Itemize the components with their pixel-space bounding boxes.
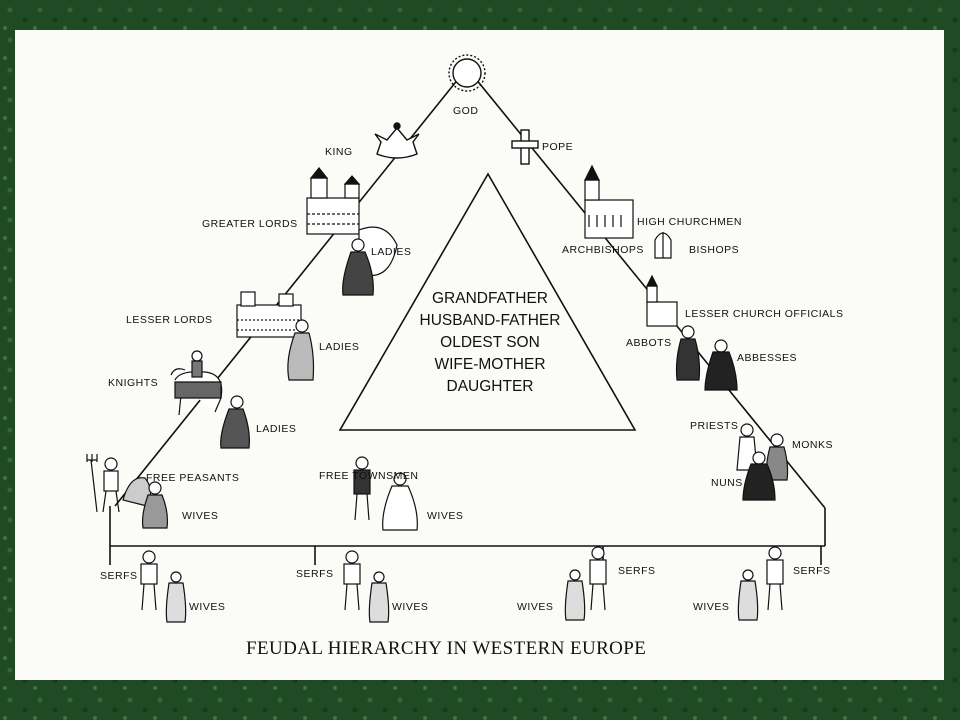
monks-label: MONKS (792, 439, 834, 451)
free-townsmen-label: FREE TOWNSMEN (319, 470, 419, 482)
greater-lady-figure (342, 238, 374, 296)
abbesses-label: ABBESSES (737, 352, 798, 364)
knight-lady-figure (220, 395, 250, 449)
serfs-label-1: SERFS (100, 570, 138, 582)
family-husband-father: HUSBAND-FATHER (419, 312, 561, 329)
church-icon (646, 274, 678, 327)
serf-group-3 (564, 546, 607, 621)
lesser-castle-icon (236, 291, 302, 338)
lesser-officials-label: LESSER CHURCH OFFICIALS (685, 308, 844, 320)
townsmen-wives-label: WIVES (427, 510, 464, 522)
serfs-label-2: SERFS (296, 568, 334, 580)
knight-figure (170, 350, 223, 416)
peasant-wife-figure (141, 481, 169, 529)
greater-ladies-label: LADIES (371, 246, 412, 258)
king-label: KING (325, 146, 353, 158)
wives-label-2: WIVES (392, 601, 429, 613)
abbess-figure (704, 339, 738, 391)
pope-label: POPE (542, 141, 574, 153)
townsman-wife-figure (382, 472, 418, 531)
wives-label-1: WIVES (189, 601, 226, 613)
lesser-ladies-label: LADIES (319, 341, 360, 353)
family-oldest-son: OLDEST SON (440, 334, 540, 351)
wives-label-3: WIVES (517, 601, 554, 613)
free-peasant-figure (86, 454, 152, 513)
serf-group-4 (737, 546, 784, 621)
townsman-figure (353, 456, 371, 521)
serfs-label-3: SERFS (618, 565, 656, 577)
god-label: GOD (453, 105, 479, 117)
sun-icon (448, 54, 486, 92)
wives-label-4: WIVES (693, 601, 730, 613)
knight-ladies-label: LADIES (256, 423, 297, 435)
papal-cross-icon (511, 129, 539, 165)
abbot-figure (675, 325, 701, 381)
bishop-mitre-icon (654, 232, 672, 259)
bishops-label: BISHOPS (689, 244, 740, 256)
priests-label: PRIESTS (690, 420, 739, 432)
monk-figure (765, 433, 789, 481)
peasant-wives-label: WIVES (182, 510, 219, 522)
family-wife-mother: WIFE-MOTHER (434, 356, 546, 373)
greater-lords-label: GREATER LORDS (202, 218, 298, 230)
high-churchmen-label: HIGH CHURCHMEN (637, 216, 742, 228)
knights-label: KNIGHTS (108, 377, 159, 389)
nuns-label: NUNS (711, 477, 743, 489)
crown-icon (374, 122, 420, 159)
hierarchy-diagram (86, 54, 826, 623)
priest-figure (736, 423, 758, 471)
abbots-label: ABBOTS (626, 337, 672, 349)
family-grandfather: GRANDFATHER (432, 290, 548, 307)
serfs-label-4: SERFS (793, 565, 831, 577)
serf-group-2 (343, 550, 390, 623)
family-daughter: DAUGHTER (446, 378, 534, 395)
diagram-title: FEUDAL HIERARCHY IN WESTERN EUROPE (246, 638, 647, 659)
diagram-paper: GOD KING POPE GREATER LORDS LADIES HIGH … (15, 30, 944, 680)
serf-group-1 (140, 550, 187, 623)
nun-figure (742, 451, 776, 501)
family-triangle (338, 172, 637, 431)
archbishops-label: ARCHBISHOPS (562, 244, 644, 256)
lesser-lords-label: LESSER LORDS (126, 314, 213, 326)
cathedral-icon (584, 164, 634, 239)
lesser-lady-figure (287, 319, 315, 381)
free-peasants-label: FREE PEASANTS (146, 472, 240, 484)
